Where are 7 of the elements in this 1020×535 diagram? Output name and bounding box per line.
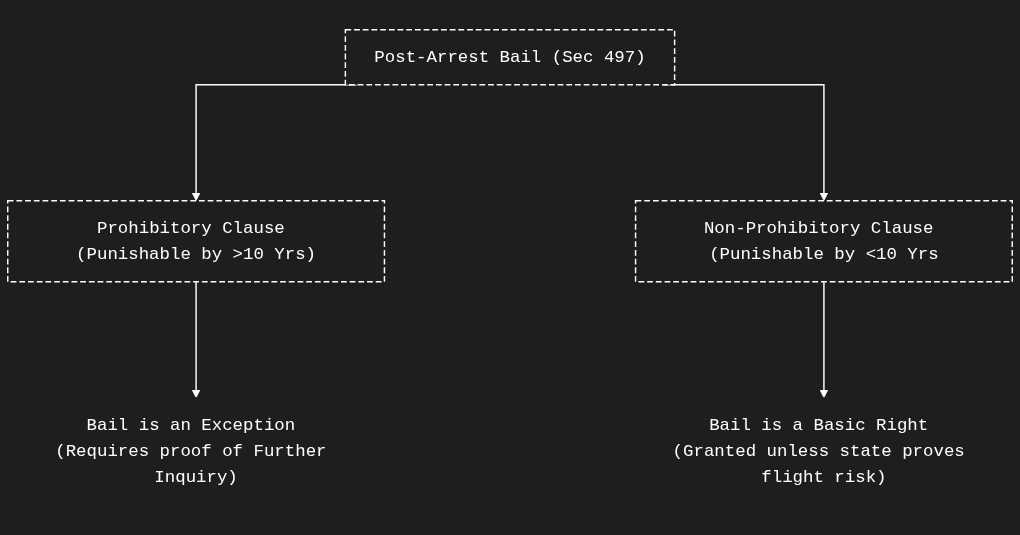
node-box: Prohibitory Clause (Punishable by >10 Yrs) [7, 200, 386, 283]
node-box: Post-Arrest Bail (Sec 497) [344, 29, 676, 86]
arrow [819, 281, 829, 399]
node-text: Bail is an Exception (Requires proof of Further Inquiry) [55, 415, 327, 487]
arrow [191, 281, 201, 399]
node-box: Non-Prohibitory Clause (Punishable by <10 Yrs [634, 200, 1013, 283]
node-text: Bail is a Basic Right (Granted unless state proves flight risk) [672, 415, 965, 487]
